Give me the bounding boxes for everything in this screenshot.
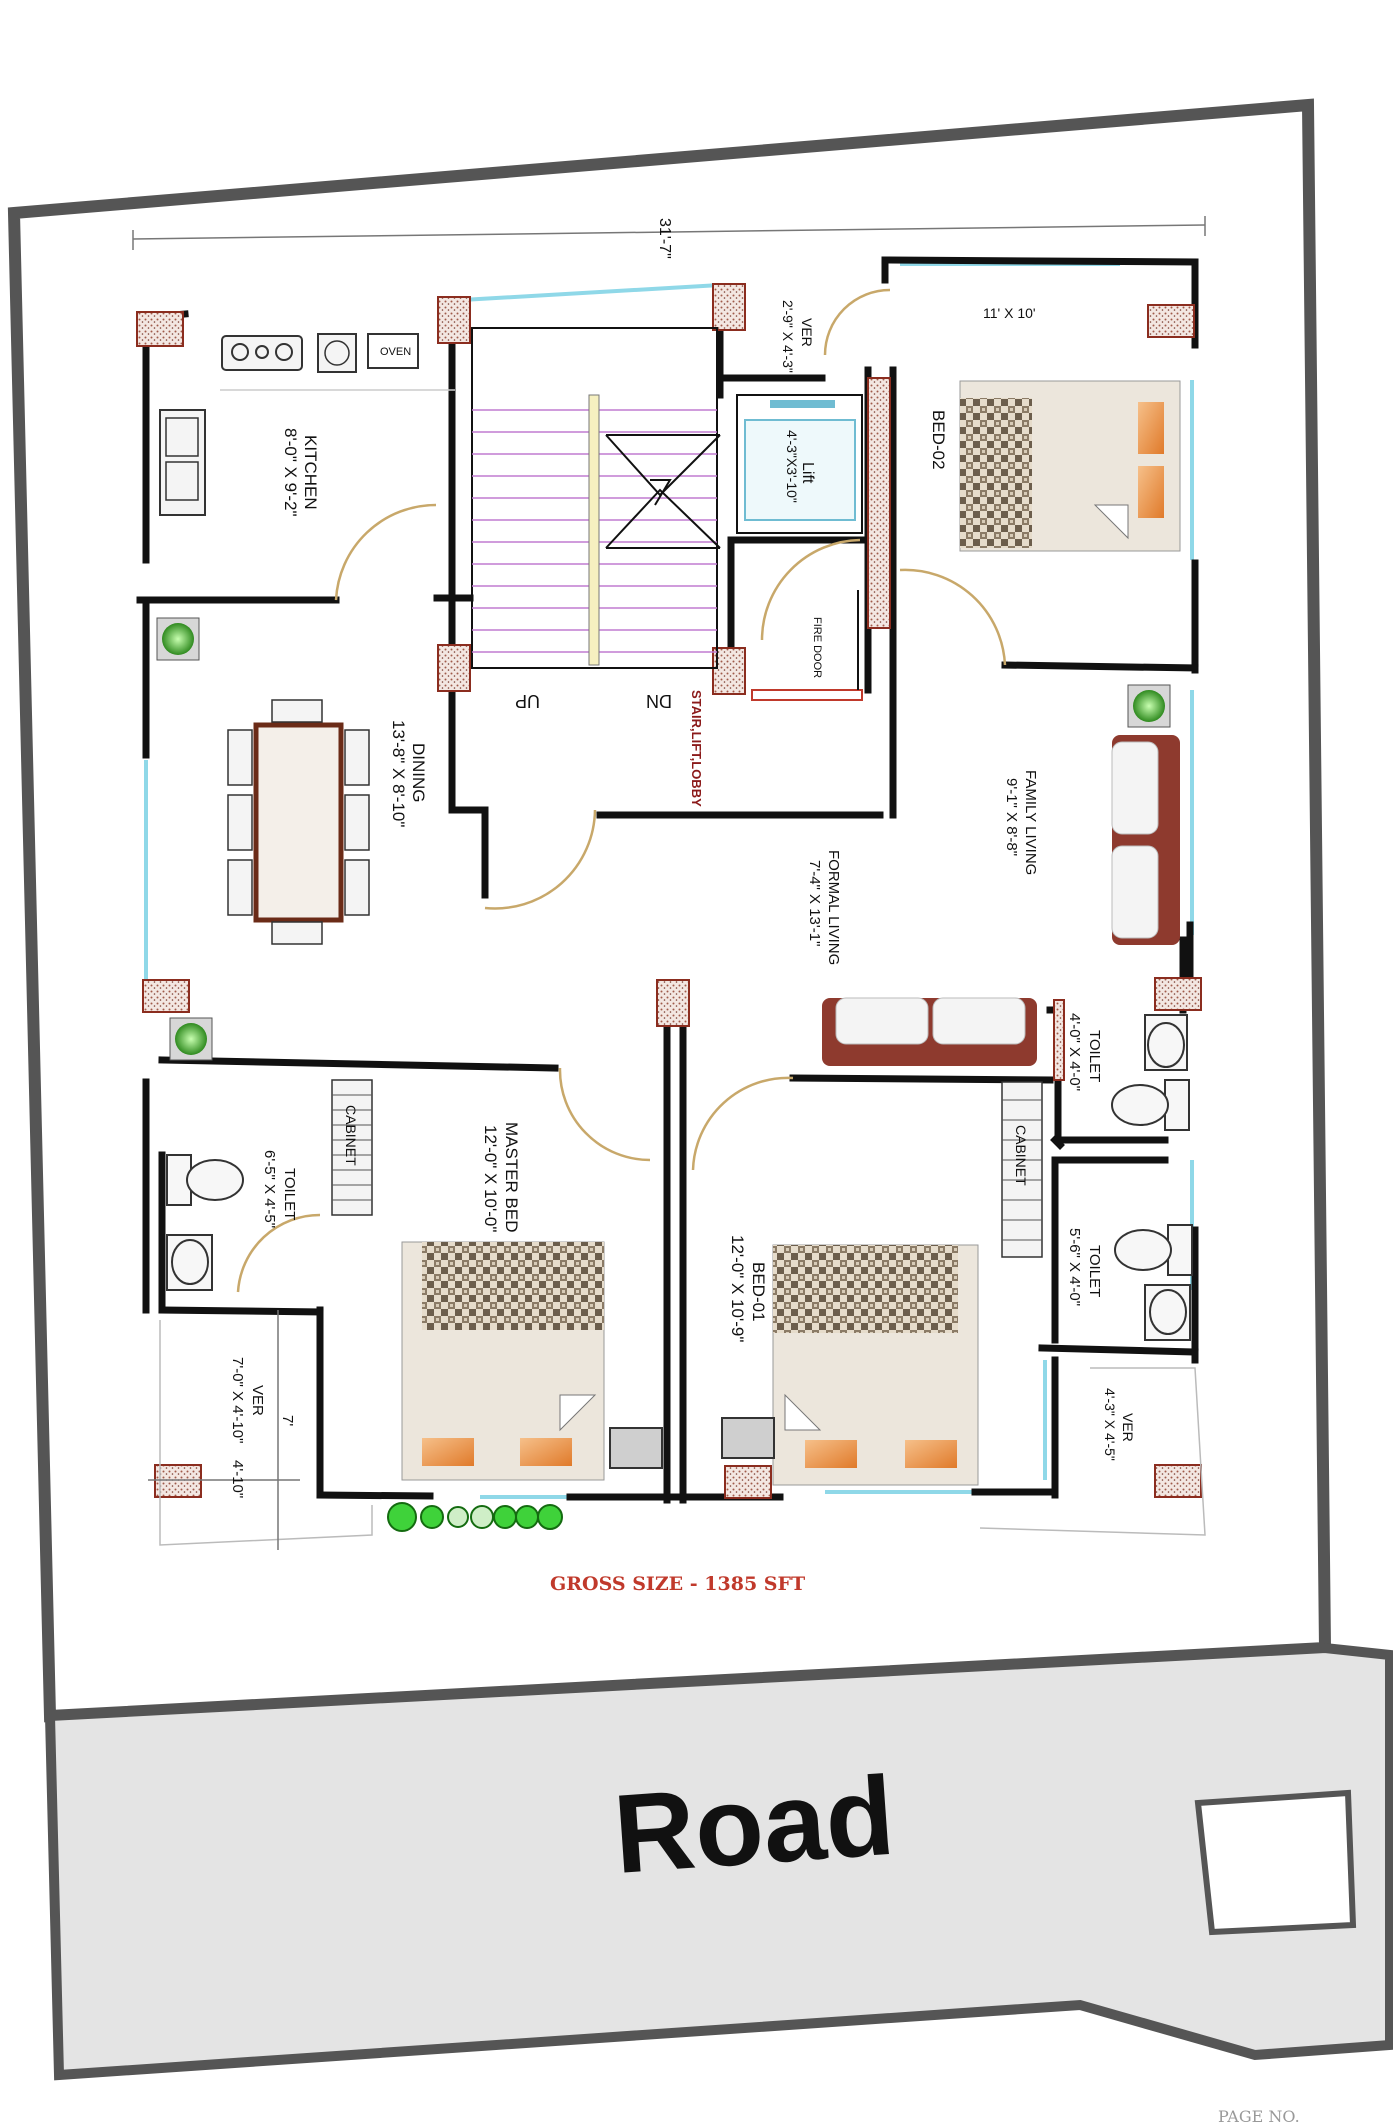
ver-bottom-right-name: VER <box>1120 1413 1136 1442</box>
cabinet-hatch <box>332 1094 1042 1241</box>
page-number-label: PAGE NO. <box>1218 2107 1300 2125</box>
overall-dimension-label: 31'-7" <box>656 218 673 259</box>
verandah-outlines <box>148 1310 1206 1550</box>
ver-top-name: VER <box>799 318 815 347</box>
bed01-name: BED-01 <box>749 1262 768 1322</box>
ver-bottom-left-side: 7' <box>279 1415 296 1426</box>
toilet-right-bottom-name: TOILET <box>1086 1245 1103 1297</box>
door-swings <box>236 288 1007 1293</box>
kitchen-name: KITCHEN <box>301 435 320 510</box>
master-bed-size: 12'-0" X 10'-0" <box>481 1125 500 1232</box>
stair-dn-label: DN <box>646 691 672 711</box>
ver-bottom-left-dim: 4'-10" <box>229 1460 246 1498</box>
ver-bottom-left-name: VER <box>249 1385 266 1416</box>
toilet-right-bottom-size: 5'-6" X 4'-0" <box>1066 1228 1083 1306</box>
toilet-left-size: 6'-5" X 4'-5" <box>261 1150 278 1228</box>
master-bed-name: MASTER BED <box>502 1122 521 1233</box>
stair-lobby-label: STAIR,LIFT,LOBBY <box>689 690 704 807</box>
dining-size: 13'-8" X 8'-10" <box>389 720 408 827</box>
road-label: Road <box>610 1753 898 1897</box>
lift-size: 4'-3"X3'-10" <box>784 430 800 503</box>
bed01-size: 12'-0" X 10'-9" <box>728 1235 747 1342</box>
bed02-size: 11' X 10' <box>983 305 1036 321</box>
sofas <box>822 735 1180 1066</box>
stair-up-label: UP <box>515 691 540 711</box>
formal-living-name: FORMAL LIVING <box>825 850 842 965</box>
kitchen-size: 8'-0" X 9'-2" <box>281 428 300 517</box>
bed-01 <box>772 1244 979 1486</box>
master-bed <box>401 1241 605 1481</box>
staircase <box>471 327 721 669</box>
toilet-fixtures <box>166 1014 1193 1469</box>
family-living-name: FAMILY LIVING <box>1022 770 1039 875</box>
fire-door <box>751 590 863 701</box>
family-living-size: 9'-1" X 8'-8" <box>1003 778 1020 856</box>
dining-table <box>227 699 370 945</box>
formal-living-size: 7'-4" X 13'-1" <box>806 860 823 946</box>
plants <box>156 617 1171 1532</box>
overall-dimension <box>132 216 1206 250</box>
bed02-name: BED-02 <box>929 410 948 470</box>
road-area <box>44 1642 1393 2081</box>
toilet-left-name: TOILET <box>281 1168 298 1220</box>
dining-name: DINING <box>409 743 428 803</box>
toilet-right-top-size: 4'-0" X 4'-0" <box>1066 1013 1083 1091</box>
gross-size-label: GROSS SIZE - 1385 SFT <box>550 1573 805 1595</box>
cabinets <box>331 1079 1043 1258</box>
lift <box>736 394 863 534</box>
lift-name: Lift <box>799 462 816 484</box>
kitchen-fixtures <box>159 333 455 516</box>
columns <box>136 283 1202 1499</box>
ver-bottom-left-size: 7'-0" X 4'-10" <box>229 1357 246 1443</box>
cabinet-right-label: CABINET <box>1013 1125 1029 1186</box>
cabinet-left-label: CABINET <box>343 1105 359 1166</box>
oven-label: OVEN <box>380 346 411 358</box>
ver-top-size: 2'-9" X 4'-3" <box>780 300 796 373</box>
toilet-right-top-name: TOILET <box>1086 1030 1103 1082</box>
bed-02 <box>959 380 1181 552</box>
ver-bottom-right-size: 4'-3" X 4'-5" <box>1102 1388 1118 1461</box>
fire-door-label: FIRE DOOR <box>811 617 823 678</box>
road-marker-box <box>1194 1789 1357 1936</box>
